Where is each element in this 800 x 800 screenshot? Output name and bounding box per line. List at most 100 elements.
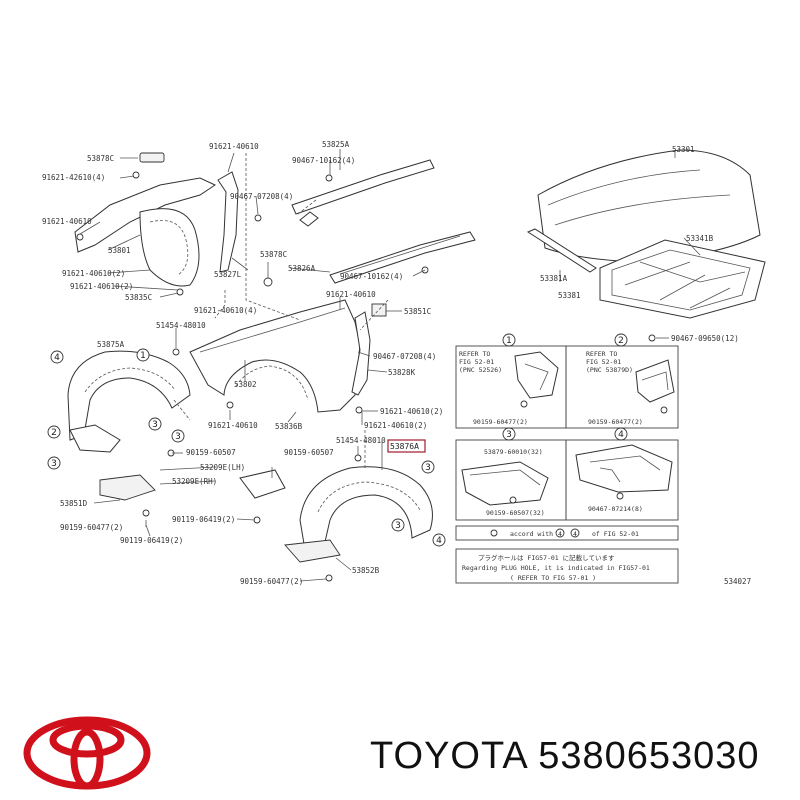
label-51454-48010-b: 51454-48010 [336, 436, 386, 445]
label-53827L: 53827L [214, 270, 242, 279]
clip-53878C [139, 152, 165, 163]
callout-1-a: 1 [140, 351, 146, 361]
leader-lines [79, 149, 701, 582]
box1-pnc: (PNC 52526) [459, 366, 502, 374]
label-91621-40610-a: 91621-40610 [209, 142, 259, 151]
label-91621-40610-f: 91621-40610 [326, 290, 376, 299]
brand-caption: TOYOTA 5380653030 [370, 735, 760, 778]
cowl-rails [291, 159, 476, 284]
box2-part: 90159-60477(2) [588, 418, 643, 426]
callout-markers: 4 1 2 3 3 3 3 3 4 [47, 348, 446, 547]
label-53852B: 53852B [352, 566, 380, 575]
box4-part: 90467-07214(8) [588, 505, 643, 513]
label-53801: 53801 [108, 246, 131, 255]
label-90467-07208-b: 90467-07208(4) [373, 352, 436, 361]
box2-pnc: (PNC 53879D) [586, 366, 633, 374]
callout-3-d: 3 [395, 521, 401, 531]
seal-53381A [526, 228, 597, 273]
box2-fig: FIG 52-01 [586, 358, 621, 366]
svg-text:4: 4 [573, 531, 577, 538]
front-fender-53802 [189, 299, 387, 413]
brand-name: TOYOTA [370, 735, 527, 777]
box-callout-4: 4 [618, 430, 624, 440]
box-callout-1: 1 [506, 336, 512, 346]
box-callout-2: 2 [618, 336, 624, 346]
label-53835C: 53835C [125, 293, 152, 302]
label-90467-10162-b: 90467-10162(4) [340, 272, 403, 281]
bolts [76, 171, 656, 582]
legend-fig: of FIG 52-01 [592, 530, 639, 538]
label-51454-48010-a: 51454-48010 [156, 321, 206, 330]
diagram-ref-code: 534027 [724, 577, 751, 586]
label-91621-42610-4: 91621-42610(4) [42, 173, 105, 182]
label-53381A: 53381A [540, 274, 568, 283]
label-53825A: 53825A [322, 140, 350, 149]
label-53875A: 53875A [97, 340, 125, 349]
callout-4-a: 4 [54, 353, 60, 363]
label-53878C-b: 53878C [260, 250, 287, 259]
box1-fig: FIG 52-01 [459, 358, 494, 366]
callout-2-a: 2 [51, 428, 57, 438]
assembly-guides [173, 153, 389, 470]
label-91621-40610-g: 91621-40610 [208, 421, 258, 430]
label-90159-60477-a: 90159-60477(2) [60, 523, 123, 532]
label-90119-06419-b: 90119-06419(2) [120, 536, 183, 545]
legend-row: accord with 4 4 of FIG 52-01 [455, 525, 679, 541]
callout-3-c: 3 [175, 432, 181, 442]
hood-53301 [537, 149, 761, 263]
label-53876A: 53876A [390, 442, 419, 451]
label-53209E-RH: 53209E(RH) [172, 477, 217, 486]
label-90159-60477-b: 90159-60477(2) [240, 577, 303, 586]
label-53851C: 53851C [404, 307, 431, 316]
label-91621-40610-i: 91621-40610(2) [364, 421, 427, 430]
label-53301: 53301 [672, 145, 695, 154]
part-labels: 53878C 91621-40610 53825A 53301 90467-10… [42, 140, 739, 586]
box1-part: 90159-60477(2) [473, 418, 528, 426]
label-91621-40610-b: 91621-40610 [42, 217, 92, 226]
label-91621-40610-d: 91621-40610(2) [70, 282, 133, 291]
box3-part: 90159-60507(32) [486, 509, 545, 517]
label-53381: 53381 [558, 291, 581, 300]
highlight-53876A [387, 439, 426, 453]
label-91621-40610-c: 91621-40610(2) [62, 269, 125, 278]
label-90467-09650: 90467-09650(12) [671, 334, 739, 343]
label-91621-40610-e: 91621-40610(4) [194, 306, 257, 315]
box1-refer: REFER TO [459, 350, 490, 358]
label-53802: 53802 [234, 380, 257, 389]
legend-accord: accord with [510, 530, 553, 538]
notice-line2: Regarding PLUG HOLE, it is indicated in … [462, 564, 650, 572]
svg-text:4: 4 [558, 531, 562, 538]
hood-inner-53341B [599, 239, 766, 319]
notice-line3: ( REFER TO FIG 57-01 ) [510, 574, 596, 582]
label-53836B: 53836B [275, 422, 303, 431]
fender-liner-53875A [67, 350, 191, 501]
box3-top: 53879-60010(32) [484, 448, 543, 456]
plug-hole-notice: プラグホールは FIG57-01 に記載しています Regarding PLUG… [455, 548, 679, 584]
callout-3-e: 3 [425, 463, 431, 473]
label-53209E-LH: 53209E(LH) [200, 463, 245, 472]
box-callout-3: 3 [506, 430, 512, 440]
notice-line1: プラグホールは FIG57-01 に記載しています [478, 553, 615, 562]
label-90159-60507-b: 90159-60507 [284, 448, 334, 457]
seal-53851C [371, 303, 387, 317]
toyota-logo [23, 716, 151, 790]
label-53826A: 53826A [288, 264, 316, 273]
detail-boxes: 1 2 3 4 REFER TO FIG 52-01 (PNC 52526) 9… [455, 333, 679, 521]
callout-3-b: 3 [152, 420, 158, 430]
callout-4-b: 4 [436, 536, 442, 546]
label-53828K: 53828K [388, 368, 416, 377]
fender-liner-53876A [239, 466, 433, 563]
box2-refer: REFER TO [586, 350, 617, 358]
label-53878C-a: 53878C [87, 154, 114, 163]
label-90467-10162-a: 90467-10162(4) [292, 156, 355, 165]
label-91621-40610-h: 91621-40610(2) [380, 407, 443, 416]
label-90119-06419-a: 90119-06419(2) [172, 515, 235, 524]
label-53851D: 53851D [60, 499, 88, 508]
part-number: 5380653030 [538, 735, 760, 777]
label-53341B: 53341B [686, 234, 714, 243]
fender-apron-53801 [74, 152, 239, 287]
callout-3-a: 3 [51, 459, 57, 469]
label-90159-60507-a: 90159-60507 [186, 448, 236, 457]
label-90467-07208-a: 90467-07208(4) [230, 192, 293, 201]
